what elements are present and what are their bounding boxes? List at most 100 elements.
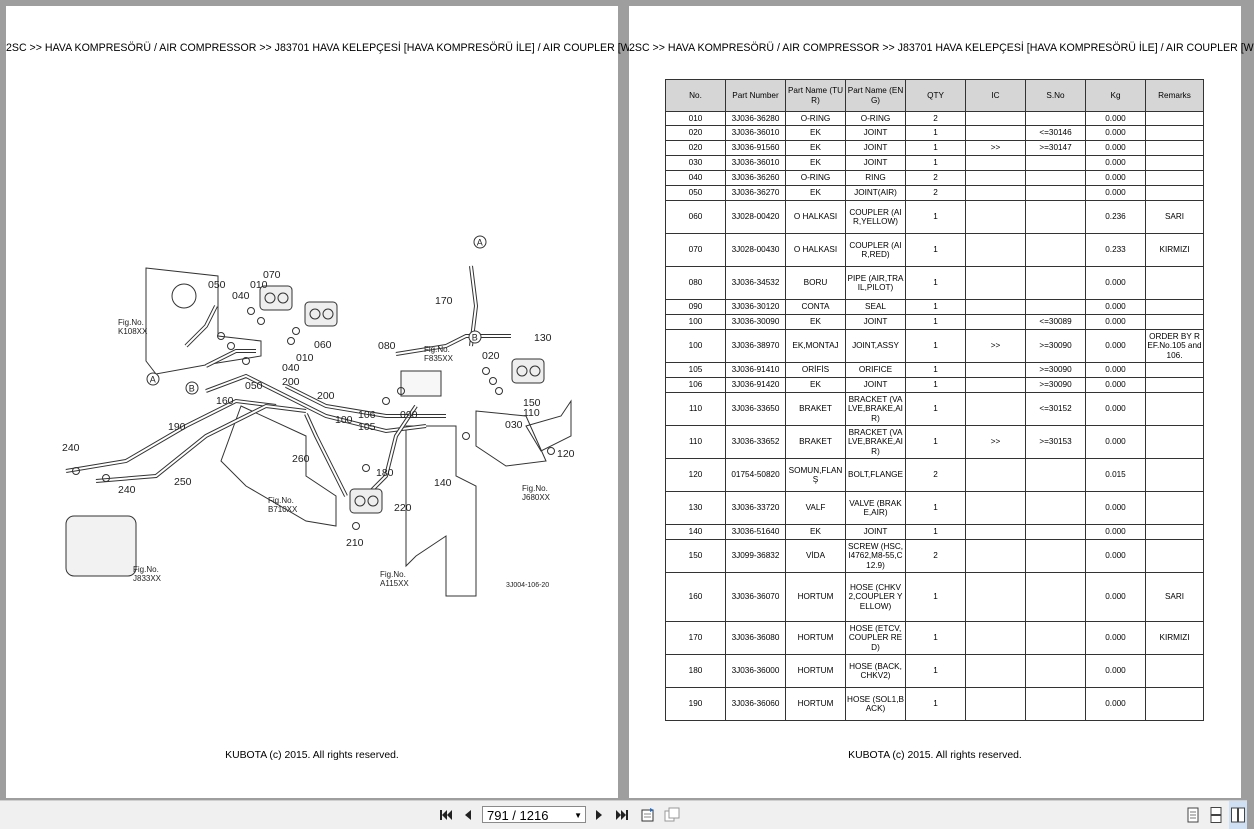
fitting-ring [352, 522, 360, 530]
rotate-button[interactable] [638, 801, 658, 829]
prev-page-button[interactable] [458, 801, 476, 829]
circle-reference-letter: A [150, 375, 156, 385]
circle-reference [468, 330, 482, 344]
hose-inner [205, 374, 427, 433]
hose-inner [305, 413, 347, 497]
table-cell [965, 314, 1026, 330]
coupler-070-port [264, 292, 276, 304]
table-cell: 3J036-91420 [725, 377, 786, 393]
fitting-ring [462, 432, 470, 440]
fit-icon [664, 807, 680, 822]
fitting-ring [247, 307, 255, 315]
diagram-page: 2SC >> HAVA KOMPRESÖRÜ / AIR COMPRESSOR … [6, 6, 631, 798]
table-cell: 0.000 [1085, 185, 1146, 201]
table-cell: 1 [905, 491, 966, 525]
part-number-label: 260 [292, 453, 310, 465]
table-cell: 3J036-36010 [725, 155, 786, 171]
table-cell [1025, 266, 1086, 300]
frame-member [220, 405, 337, 527]
hose [205, 373, 427, 434]
table-cell: 2 [905, 458, 966, 492]
column-header: S.No [1025, 79, 1086, 112]
tee-220 [349, 488, 383, 514]
circle-reference [473, 235, 487, 249]
continuous-view-button[interactable] [1207, 801, 1225, 829]
table-cell [965, 266, 1026, 300]
table-cell: HORTUM [785, 654, 846, 688]
next-page-button[interactable] [592, 801, 608, 829]
table-cell: HORTUM [785, 621, 846, 655]
table-cell: 2 [905, 170, 966, 186]
table-cell: 3J028-00430 [725, 233, 786, 267]
fit-page-button[interactable] [662, 801, 682, 829]
air-compressor [65, 515, 137, 577]
two-page-view-button[interactable] [1229, 801, 1247, 829]
table-cell: 0.000 [1085, 266, 1146, 300]
table-cell: ORİFİS [785, 362, 846, 378]
part-number-label: 010 [250, 279, 268, 291]
column-header: QTY [905, 79, 966, 112]
table-cell: 1 [905, 654, 966, 688]
table-cell: BOLT,FLANGE [845, 458, 906, 492]
table-cell [965, 125, 1026, 141]
block-090 [400, 370, 442, 397]
table-cell [1145, 362, 1204, 378]
single-page-view-button[interactable] [1184, 801, 1202, 829]
table-cell [965, 392, 1026, 426]
table-cell: 3J028-00420 [725, 200, 786, 234]
hose [184, 305, 218, 348]
fitting-ring [287, 337, 295, 345]
table-cell: 100 [665, 314, 726, 330]
table-cell: KIRMIZI [1145, 233, 1204, 267]
last-page-button[interactable] [613, 801, 631, 829]
table-cell [1025, 299, 1086, 315]
table-cell: 0.000 [1085, 155, 1146, 171]
table-cell: >> [965, 425, 1026, 459]
fitting-ring [382, 397, 390, 405]
single-page-view-icon [1187, 807, 1199, 823]
table-cell: 010 [665, 111, 726, 126]
table-cell: 1 [905, 362, 966, 378]
table-cell [1145, 140, 1204, 156]
table-cell: BRAKET [785, 392, 846, 426]
table-cell: SARI [1145, 572, 1204, 622]
table-cell [1025, 170, 1086, 186]
table-cell: 020 [665, 125, 726, 141]
table-cell: EK [785, 185, 846, 201]
fig-reference-code: F835XX [424, 354, 454, 363]
fig-reference-label: Fig.No. [522, 484, 548, 493]
first-page-button[interactable] [437, 801, 455, 829]
table-cell: 3J036-36260 [725, 170, 786, 186]
part-number-label: 050 [245, 380, 263, 392]
table-cell [965, 170, 1026, 186]
valve-130-port [529, 365, 541, 377]
fitting-ring [242, 357, 250, 365]
part-number-label: 080 [378, 340, 396, 352]
table-cell [1145, 266, 1204, 300]
rotate-icon [641, 808, 654, 822]
table-cell: >=30147 [1025, 140, 1086, 156]
table-cell: >> [965, 329, 1026, 363]
valve-130-port [516, 365, 528, 377]
page-number-select[interactable]: 791 / 1216 ▼ [482, 806, 586, 823]
table-cell: 0.000 [1085, 425, 1146, 459]
chevron-down-icon: ▼ [574, 811, 582, 820]
part-number-label: 170 [435, 295, 453, 307]
table-cell [965, 458, 1026, 492]
table-cell: 3J036-30090 [725, 314, 786, 330]
table-cell: 070 [665, 233, 726, 267]
table-cell: CONTA [785, 299, 846, 315]
table-cell [1025, 155, 1086, 171]
frame-plate [475, 410, 547, 467]
table-cell: 3J099-36832 [725, 539, 786, 573]
table-cell [965, 539, 1026, 573]
table-cell [1145, 687, 1204, 721]
table-cell [1145, 425, 1204, 459]
table-cell: 060 [665, 200, 726, 234]
